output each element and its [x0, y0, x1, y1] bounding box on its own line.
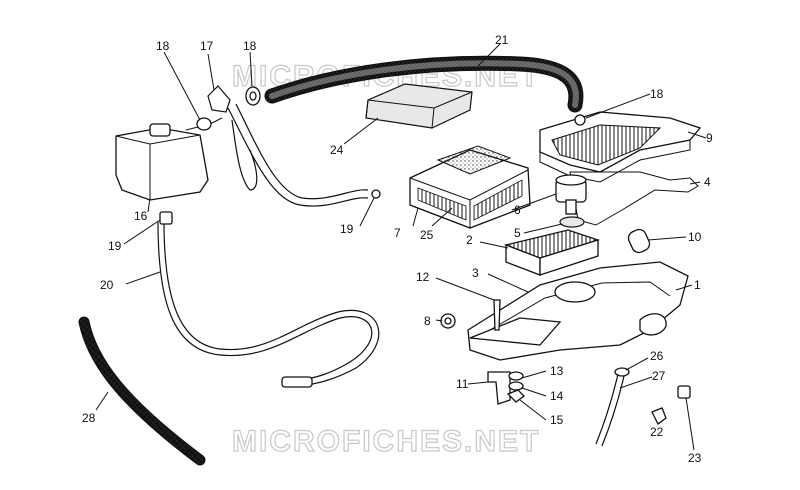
- callout-10: 10: [688, 230, 702, 244]
- callout-8: 8: [424, 314, 431, 328]
- callout-28: 28: [82, 411, 96, 425]
- part-10-ring: [627, 228, 651, 254]
- part-20-drain-hose: [157, 221, 380, 387]
- part-27-hose: [595, 373, 625, 447]
- part-19-clamp-left: [159, 211, 173, 225]
- callout-7: 7: [394, 226, 401, 240]
- callout-23: 23: [688, 451, 702, 465]
- part-7-filter-lid: [409, 145, 531, 229]
- callout-18-right: 18: [650, 87, 664, 101]
- part-1-lower-housing: [467, 261, 689, 361]
- callout-18-top: 18: [243, 39, 257, 53]
- part-28-braided-hose: [78, 316, 206, 466]
- leader-lines: [95, 43, 707, 451]
- callout-16: 16: [134, 209, 148, 223]
- callout-5: 5: [514, 226, 521, 240]
- hose-loop: [231, 119, 258, 191]
- part-24-foam-pad: [365, 83, 473, 129]
- part-18-clamp-top-hole: [249, 91, 257, 101]
- part-8-grommet-hole: [444, 317, 452, 325]
- callout-1: 1: [694, 278, 701, 292]
- part-6-valve: [555, 174, 587, 215]
- part-5-seal: [559, 216, 585, 228]
- part-13-washer: [508, 371, 524, 381]
- callout-15: 15: [550, 413, 564, 427]
- part-15-nut: [506, 389, 525, 403]
- part-18-clamp-cover: [574, 114, 586, 126]
- callout-9: 9: [706, 131, 713, 145]
- part-17-fitting: [207, 85, 231, 113]
- hose-upper-right-a: [227, 107, 369, 207]
- part-21-breather-hose: [264, 55, 584, 113]
- callout-22: 22: [650, 425, 664, 439]
- callout-18-left: 18: [156, 39, 170, 53]
- callout-14: 14: [550, 389, 564, 403]
- callout-27: 27: [652, 369, 666, 383]
- part-2-filter-element: [503, 229, 600, 276]
- drain-hose-end: [281, 376, 313, 388]
- callout-25: 25: [420, 228, 434, 242]
- callout-26: 26: [650, 349, 664, 363]
- part-26-clamp: [614, 367, 630, 377]
- part-4-gasket: [569, 171, 699, 226]
- part-11-bracket: [487, 371, 511, 405]
- callout-2: 2: [466, 233, 473, 247]
- callout-12: 12: [416, 270, 430, 284]
- callout-6: 6: [514, 203, 521, 217]
- callout-3: 3: [472, 266, 479, 280]
- part-19-clamp-right: [371, 189, 381, 199]
- callout-19-right: 19: [340, 222, 354, 236]
- callout-24: 24: [330, 143, 344, 157]
- callout-11: 11: [456, 377, 469, 391]
- part-14-washer: [508, 381, 524, 391]
- hose-upper-right-b: [235, 103, 369, 200]
- part-18-clamp-left: [196, 117, 212, 131]
- callout-17: 17: [200, 39, 214, 53]
- callout-4: 4: [704, 175, 711, 189]
- part-23-plug: [677, 385, 691, 399]
- part-9-upper-cover: [539, 111, 702, 183]
- callout-13: 13: [550, 364, 564, 378]
- callout-19-left: 19: [108, 239, 122, 253]
- callout-21: 21: [495, 33, 509, 47]
- part-22-cap: [651, 407, 667, 425]
- callout-20: 20: [100, 278, 114, 292]
- part-16-catch-tank: [115, 117, 223, 201]
- callout-labels: 18 17 18 21 18 9 4 10 1 24 16 19 20 19 7…: [82, 33, 713, 465]
- part-12-screw: [493, 299, 501, 331]
- watermark-bottom: MICROFICHES.NET: [232, 425, 540, 458]
